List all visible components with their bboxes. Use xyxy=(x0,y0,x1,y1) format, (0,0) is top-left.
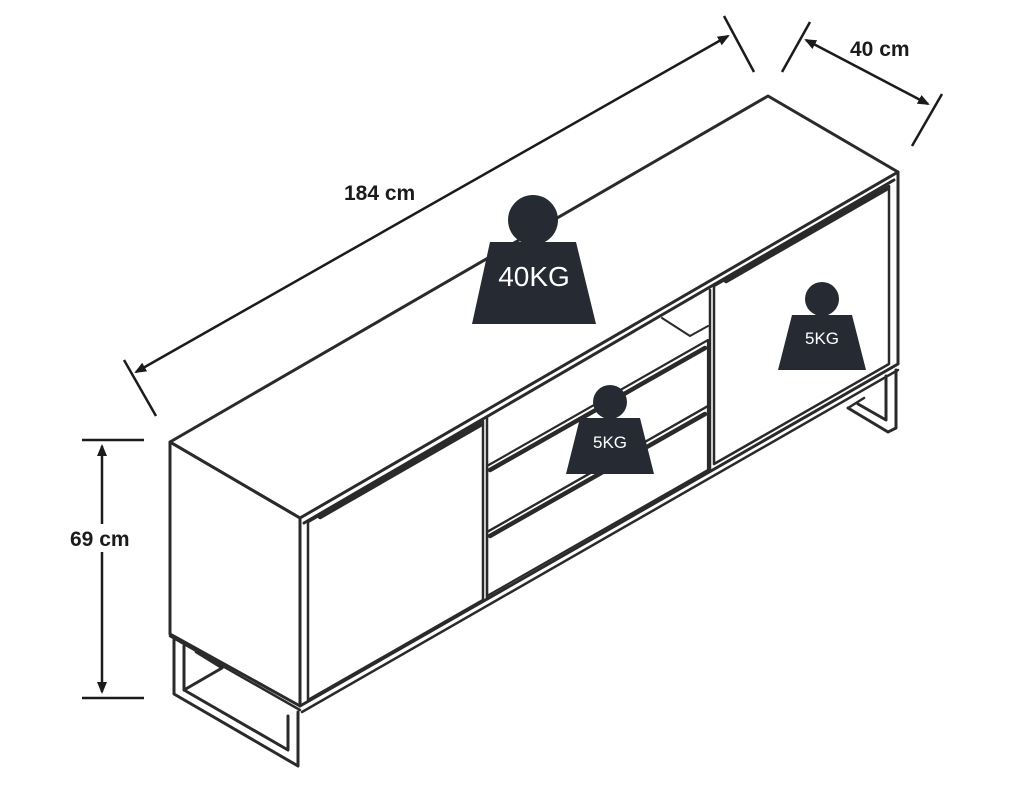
height-label-bg xyxy=(70,524,138,552)
width-label: 184 cm xyxy=(344,182,415,205)
depth-tick-left xyxy=(780,21,812,73)
width-arrow-line xyxy=(134,34,730,374)
left-door-handle xyxy=(317,422,483,520)
shelf-weight-label: 5KG xyxy=(593,433,627,452)
height-dimension: 69 cm xyxy=(70,438,144,700)
top-weight-label: 40KG xyxy=(498,261,570,292)
width-tick-right xyxy=(722,15,756,73)
front-panel-outline xyxy=(298,170,900,708)
top-weight-icon: 40KG xyxy=(472,195,596,324)
depth-label: 40 cm xyxy=(850,38,910,61)
metal-frame xyxy=(172,368,898,768)
width-tick-left xyxy=(122,359,158,417)
width-dimension: 184 cm xyxy=(122,15,756,417)
right-door-handle xyxy=(723,186,889,284)
left-side-bottom-band xyxy=(168,634,302,712)
open-shelf xyxy=(661,317,709,337)
cabinet-weight-icon: 5KG xyxy=(778,282,866,370)
shelf-weight-icon: 5KG xyxy=(566,385,654,474)
front-bottom-band xyxy=(300,368,900,714)
left-door xyxy=(306,419,485,702)
depth-tick-right xyxy=(910,93,944,147)
height-label: 69 cm xyxy=(70,528,130,551)
left-side-panel xyxy=(168,440,302,708)
depth-dimension: 40 cm xyxy=(780,21,944,147)
right-door xyxy=(712,184,891,466)
depth-arrow-line xyxy=(804,38,930,106)
drawer-bottom-handle xyxy=(487,411,708,539)
cabinet-weight-label: 5KG xyxy=(805,329,839,348)
